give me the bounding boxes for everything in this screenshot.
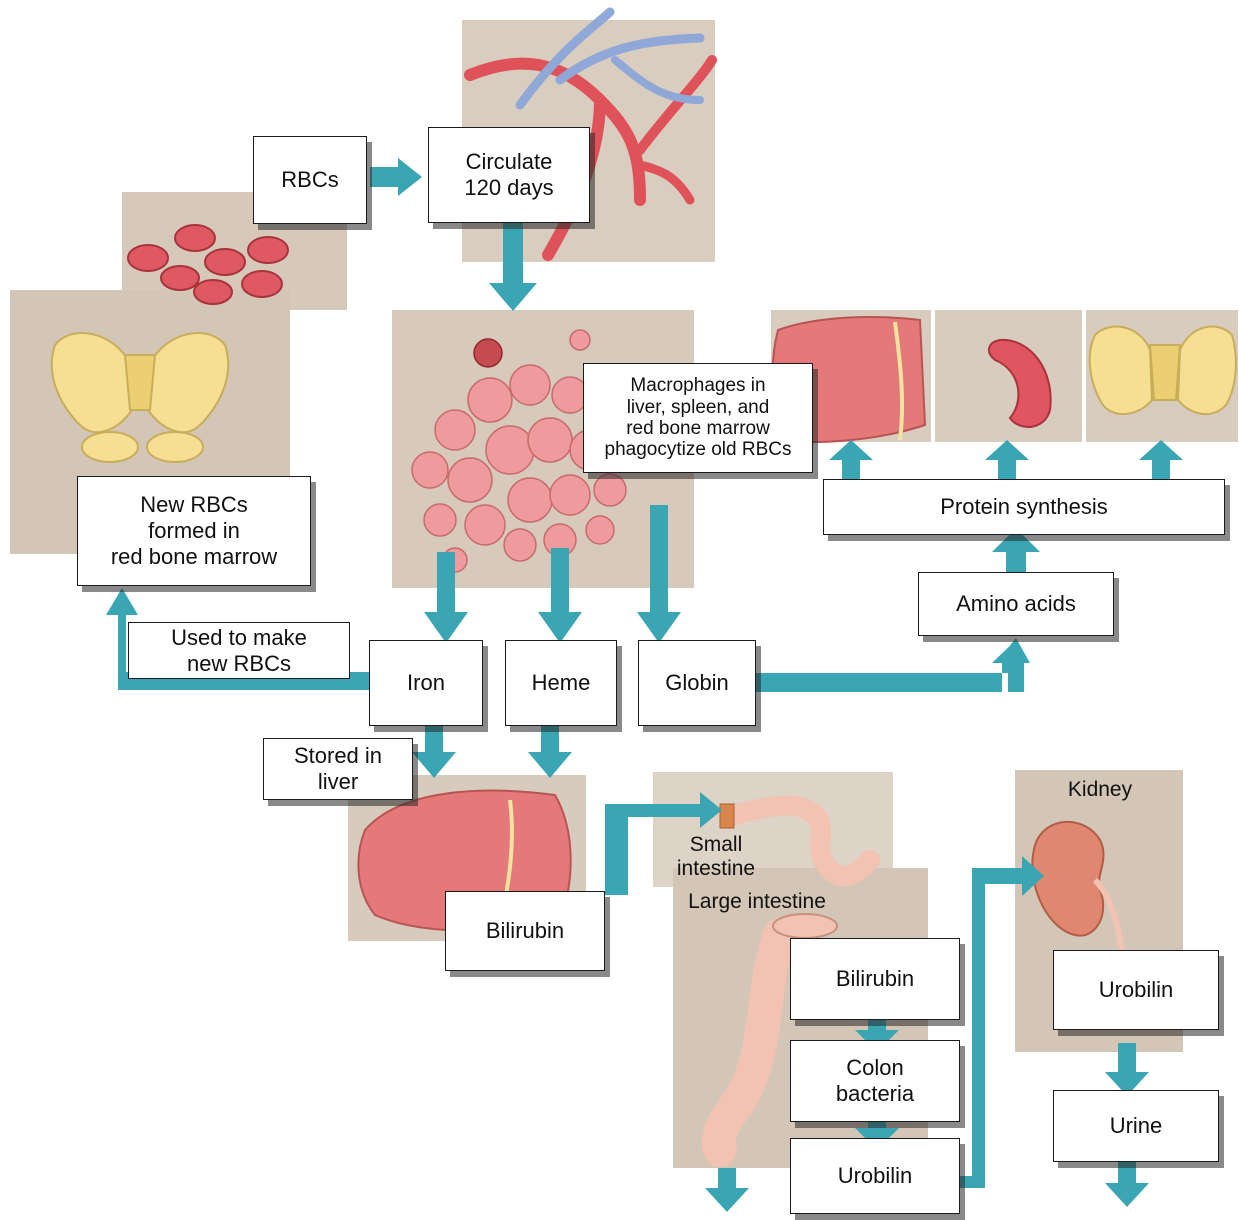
arrow-to-heme bbox=[538, 548, 582, 643]
arrow-colon-bacteria-to-urobilin bbox=[855, 1113, 899, 1150]
arrow-circulate-down bbox=[489, 220, 537, 311]
colon-bacteria-box: Colon bacteria bbox=[790, 1040, 960, 1122]
arrow-iron-to-new-rbcs bbox=[106, 588, 376, 690]
circulate-box: Circulate 120 days bbox=[428, 127, 590, 223]
heme-box: Heme bbox=[505, 640, 617, 726]
large-intestine-illustration bbox=[701, 918, 797, 1167]
bilirubin-liver-box: Bilirubin bbox=[445, 891, 605, 971]
flow-arrows bbox=[106, 158, 1183, 1212]
pelvis-illustration-top bbox=[1088, 325, 1237, 415]
arrow-urine-out bbox=[1105, 1158, 1149, 1207]
used-to-make-box: Used to make new RBCs bbox=[128, 622, 350, 679]
urine-box: Urine bbox=[1053, 1090, 1219, 1162]
small-intestine-illustration bbox=[725, 795, 880, 887]
arrow-heme-to-bilirubin bbox=[528, 725, 572, 778]
spleen-tissue-illustration bbox=[411, 329, 627, 573]
arrow-urobilin-to-urine bbox=[1105, 1043, 1149, 1096]
arrow-to-iron bbox=[424, 552, 468, 643]
rbcs-box: RBCs bbox=[253, 136, 367, 224]
amino-acids-box: Amino acids bbox=[918, 572, 1114, 636]
red-blood-cells-illustration bbox=[127, 224, 289, 305]
iron-box: Iron bbox=[369, 640, 483, 726]
globin-box: Globin bbox=[638, 640, 756, 726]
spleen-illustration-top bbox=[988, 338, 1052, 428]
large-intestine-label: Large intestine bbox=[688, 890, 826, 913]
arrow-amino-to-protein bbox=[992, 528, 1040, 578]
pelvis-illustration bbox=[50, 332, 230, 463]
arrow-iron-to-stored bbox=[412, 725, 456, 778]
stored-in-liver-box: Stored in liver bbox=[263, 738, 413, 800]
arrow-feces-out bbox=[705, 1168, 749, 1212]
kidney-label: Kidney bbox=[1067, 778, 1133, 801]
arrow-globin-to-amino-acids bbox=[740, 638, 1030, 692]
arrow-urobilin-to-kidney bbox=[960, 856, 1044, 1188]
protein-synthesis-box: Protein synthesis bbox=[823, 479, 1225, 535]
macrophages-box: Macrophages in liver, spleen, and red bo… bbox=[583, 363, 813, 473]
large-intestine-opening bbox=[772, 913, 838, 939]
urobilin-kidney-box: Urobilin bbox=[1053, 950, 1219, 1030]
arrow-to-globin bbox=[637, 505, 681, 643]
arrow-rbcs-to-circulate bbox=[370, 158, 422, 196]
spleen-panel-top bbox=[935, 310, 1082, 442]
arrow-protein-to-spleen bbox=[985, 440, 1029, 480]
small-intestine-label: Small intestine bbox=[676, 833, 756, 881]
arrow-protein-to-liver bbox=[829, 440, 873, 480]
arrow-bilirubin-to-colon-bacteria bbox=[855, 1017, 899, 1052]
arrow-bilirubin-to-small-intestine bbox=[605, 792, 722, 895]
blood-vessels-illustration bbox=[464, 7, 717, 261]
bilirubin-colon-box: Bilirubin bbox=[790, 938, 960, 1020]
arrow-protein-to-marrow bbox=[1139, 440, 1183, 480]
urobilin-colon-box: Urobilin bbox=[790, 1138, 960, 1214]
small-intestine-opening bbox=[719, 803, 735, 829]
new-rbcs-box: New RBCs formed in red bone marrow bbox=[77, 476, 311, 586]
